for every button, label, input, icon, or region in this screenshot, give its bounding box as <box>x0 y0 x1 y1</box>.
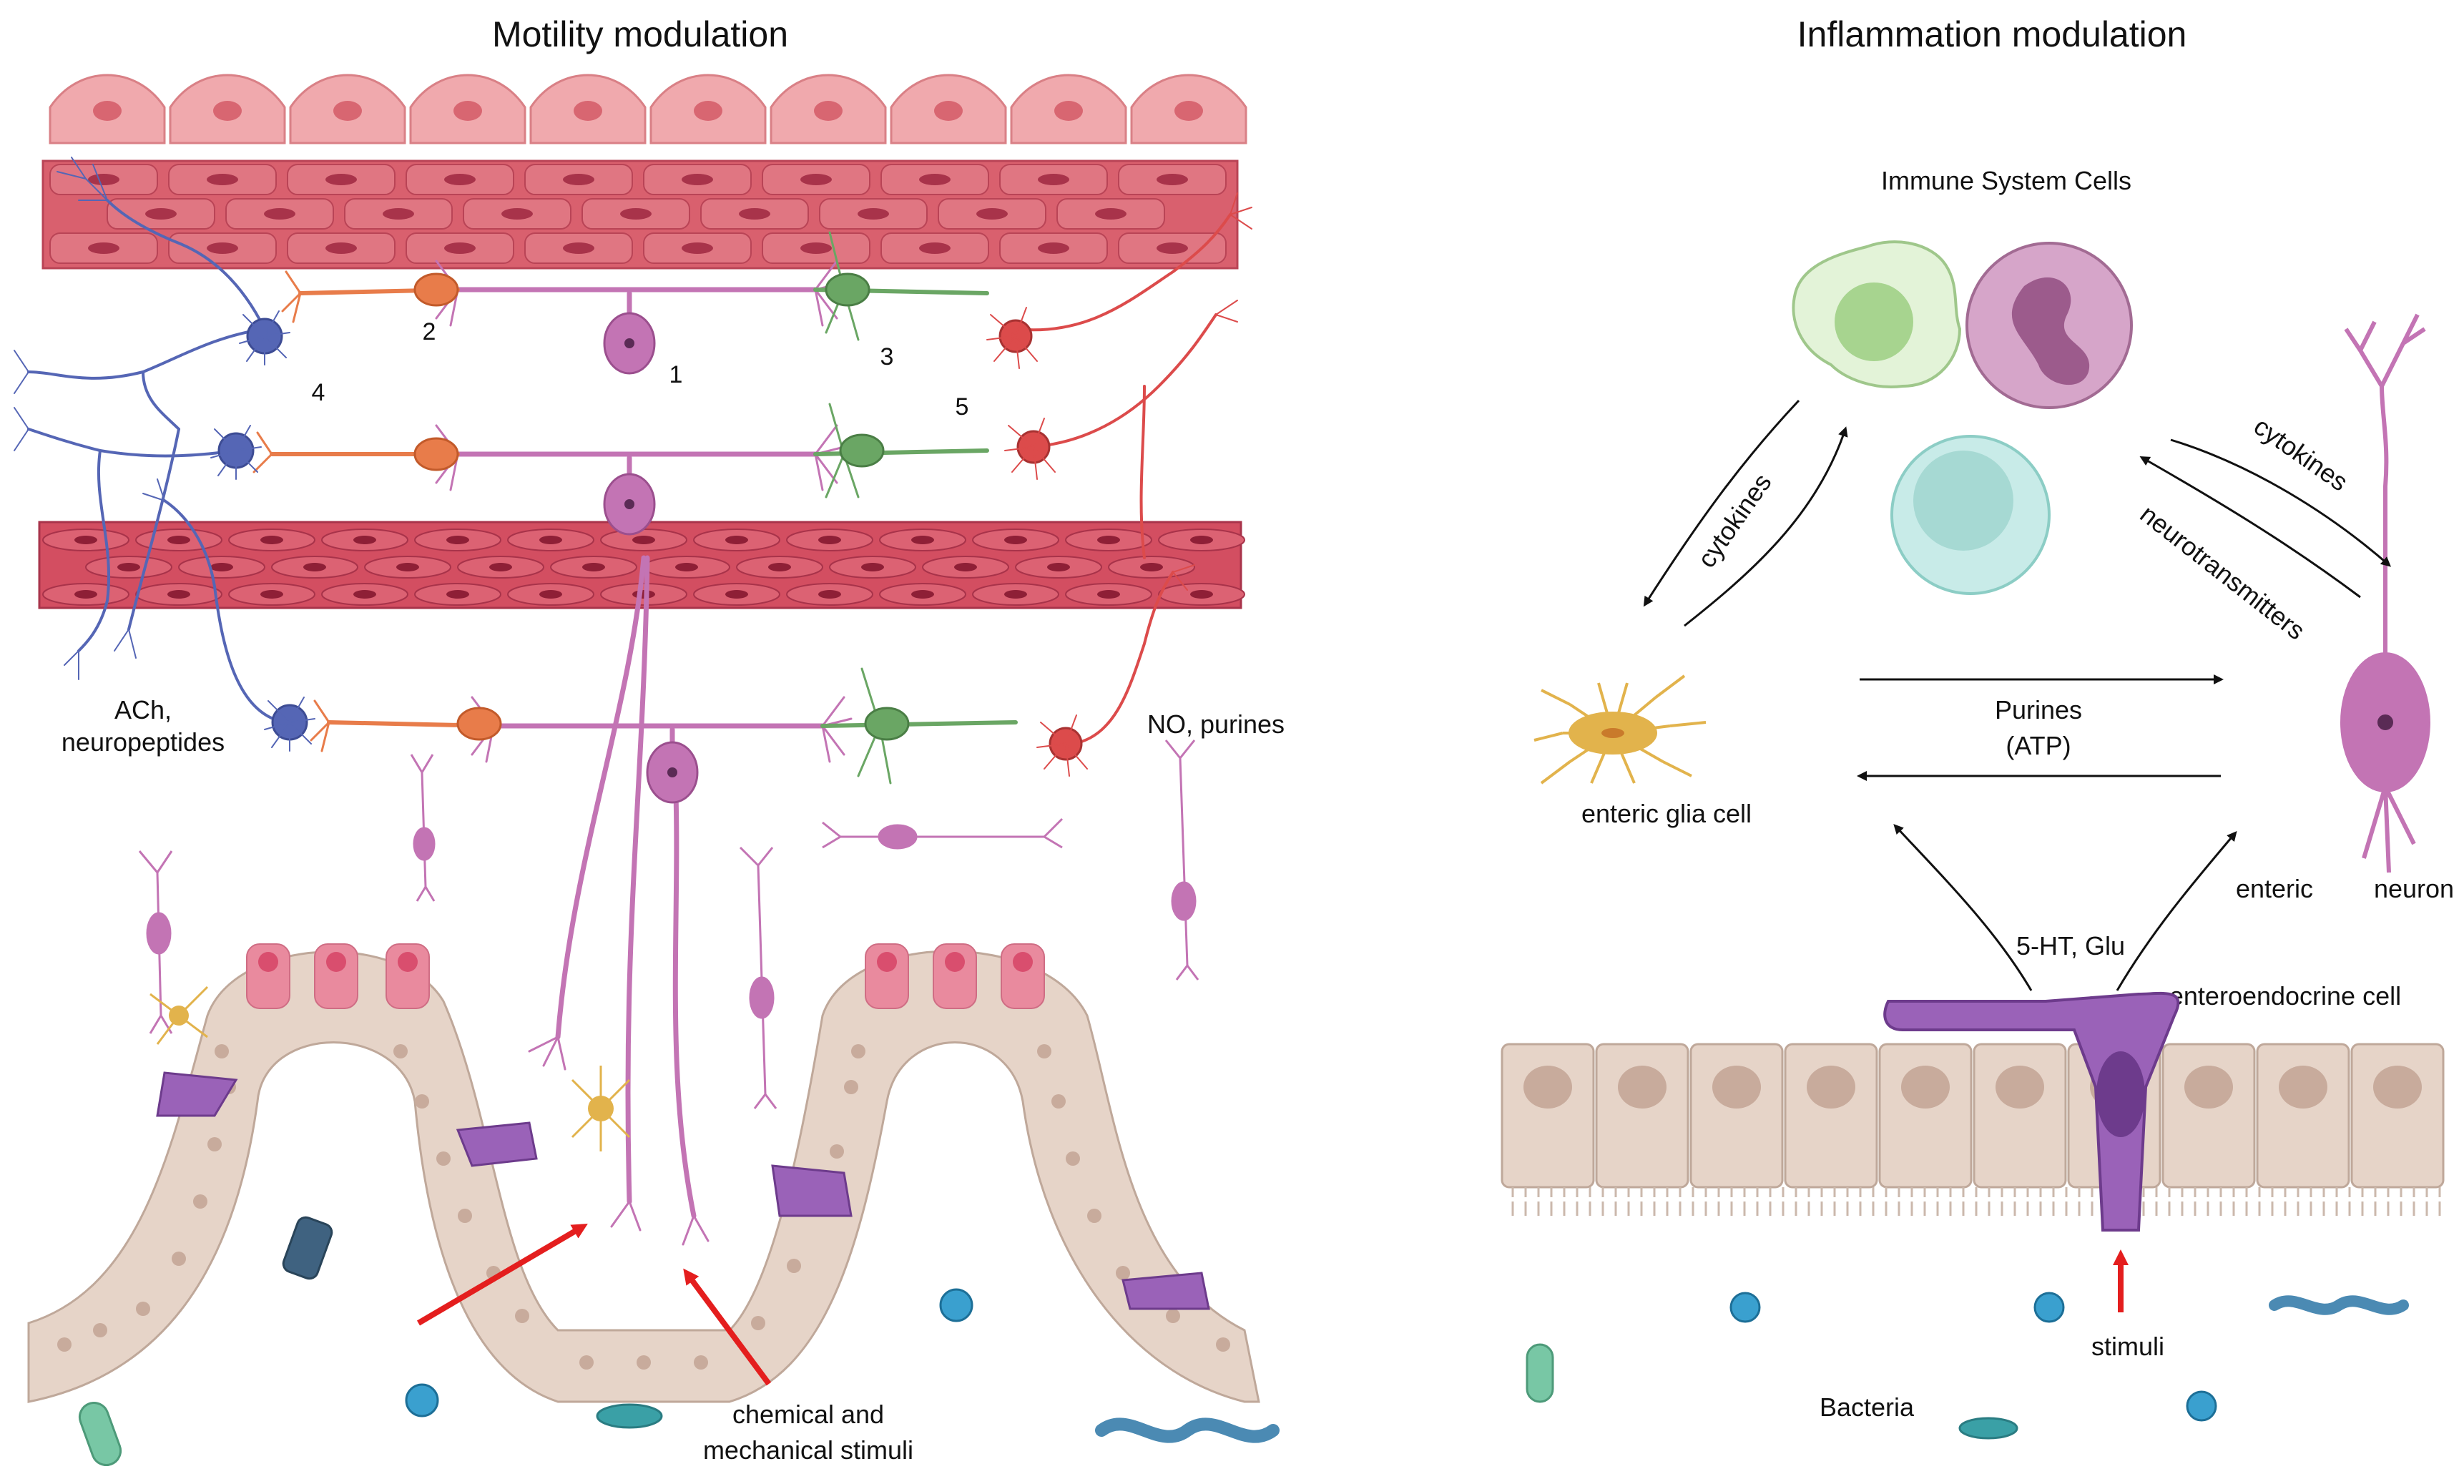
motor-neuron-body-3 <box>864 707 910 741</box>
interneuron-body-3 <box>456 707 502 741</box>
molecule-icon <box>939 1288 973 1322</box>
molecule-icon <box>1729 1292 1761 1323</box>
bacteria-icon <box>282 1216 333 1280</box>
bacteria-icon <box>1095 1417 1280 1443</box>
signalling-arrows <box>1643 399 2392 991</box>
number-3: 3 <box>880 343 894 370</box>
neuron-type-numbers: 1 2 3 4 5 <box>312 318 969 421</box>
macrophage-nucleus <box>1835 282 1913 361</box>
stimuli-arrows <box>416 1223 772 1386</box>
molecule-icon <box>2186 1390 2217 1422</box>
serosa-layer <box>49 74 1247 144</box>
motility-panel: Motility modulation <box>14 14 1285 1466</box>
inflammation-title: Inflammation modulation <box>1797 14 2187 54</box>
motility-title: Motility modulation <box>492 14 788 54</box>
mucosal-neurons <box>138 739 1199 1109</box>
enteric-glia-cell-icon <box>1533 674 1707 785</box>
number-2: 2 <box>423 318 436 345</box>
ach-label-line2: neuropeptides <box>62 727 225 757</box>
enteric-glia-label: enteric glia cell <box>1581 799 1752 828</box>
molecule-icon <box>2033 1292 2065 1323</box>
no-purines-label: NO, purines <box>1147 709 1285 739</box>
stimuli-label-line2: mechanical stimuli <box>703 1435 913 1465</box>
bacteria-label: Bacteria <box>1820 1392 1915 1422</box>
number-4: 4 <box>312 379 325 406</box>
right-luminal-contents <box>1526 1292 2409 1440</box>
enteric-neuron-network <box>14 157 1252 1246</box>
cytokines-right-label: cytokines <box>2249 411 2353 497</box>
bacteria-icon <box>596 1403 663 1429</box>
longitudinal-muscle-layer <box>38 521 1245 609</box>
neurotransmitters-label: neurotransmitters <box>2135 499 2311 646</box>
inflammation-panel: Inflammation modulation Immune System Ce… <box>1501 14 2454 1440</box>
enteroendocrine-cell-icon <box>1883 991 2180 1232</box>
bacteria-icon <box>1526 1343 1554 1403</box>
atp-label: (ATP) <box>2006 731 2071 760</box>
bacteria-icon <box>2269 1295 2409 1315</box>
motor-neuron-body-2 <box>839 433 885 468</box>
ht-glu-label: 5-HT, Glu <box>2016 931 2125 960</box>
stimuli-label: stimuli <box>2091 1332 2164 1361</box>
molecule-icon <box>405 1383 439 1417</box>
enteric-label: enteric <box>2236 874 2313 903</box>
circular-muscle-layer <box>41 159 1239 270</box>
purines-label: Purines <box>1995 695 2082 724</box>
stimuli-label-line1: chemical and <box>732 1400 884 1429</box>
number-5: 5 <box>956 393 969 421</box>
bacteria-icon <box>1958 1417 2018 1440</box>
luminal-contents <box>78 1216 1280 1466</box>
motor-neuron-body-1 <box>825 272 870 307</box>
immune-cells <box>1792 240 2133 595</box>
number-1: 1 <box>669 361 683 388</box>
ach-label-line1: ACh, <box>114 695 172 724</box>
bacteria-icon <box>78 1402 122 1466</box>
interneuron-body-1 <box>413 272 459 307</box>
epithelium-row <box>1501 1043 2446 1216</box>
enteric-neuron-icon <box>2340 313 2430 873</box>
immune-cells-label: Immune System Cells <box>1881 166 2131 195</box>
interneuron-body-2 <box>413 437 459 471</box>
enteroendocrine-label: enteroendocrine cell <box>2169 981 2401 1011</box>
lymphocyte-nucleus <box>1913 451 2013 551</box>
neuron-label: neuron <box>2374 874 2454 903</box>
villi-epithelium <box>27 943 1260 1403</box>
neutrophil-nucleus <box>2011 277 2090 385</box>
